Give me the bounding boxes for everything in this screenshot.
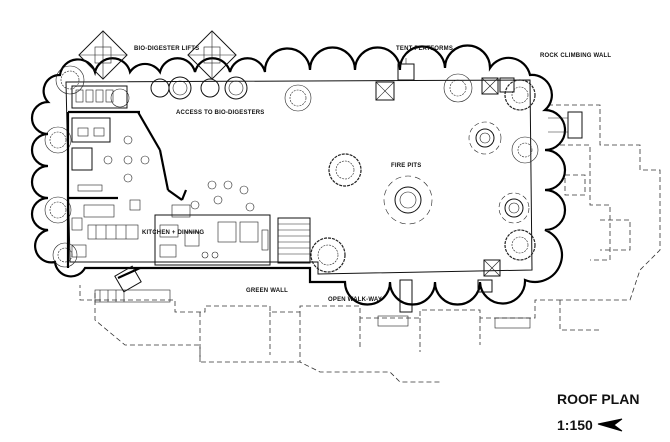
label-rock-climbing-wall: ROCK CLIMBING WALL: [540, 53, 611, 59]
building-below-outline: [79, 104, 661, 383]
label-open-walk-way: OPEN WALK-WAY: [328, 297, 382, 303]
label-fire-pits: FIRE PITS: [391, 163, 421, 169]
drawing-title: ROOF PLAN: [557, 391, 639, 407]
label-green-wall: GREEN WALL: [246, 288, 288, 294]
label-access-to-bio-digesters: ACCESS TO BIO-DIGESTERS: [176, 110, 265, 116]
north-arrow-icon: [597, 418, 623, 432]
label-bio-digester-lifts: BIO-DIGESTER LIFTS: [134, 46, 199, 52]
bio-digester-lift-icon: [78, 30, 237, 80]
kitchen-dining-interior: [66, 85, 311, 293]
label-kitchen-dining: KITCHEN + DINNING: [142, 230, 204, 236]
roof-outline: [30, 44, 567, 306]
tent-platform-icon: [375, 58, 583, 293]
drawing-scale: 1:150: [557, 417, 593, 433]
label-tent-platforms: TENT PLATFORMS: [396, 46, 453, 52]
bio-digester-tanks: [150, 76, 248, 100]
fire-pit-icon: [383, 121, 530, 225]
tree-icon: [44, 65, 539, 273]
